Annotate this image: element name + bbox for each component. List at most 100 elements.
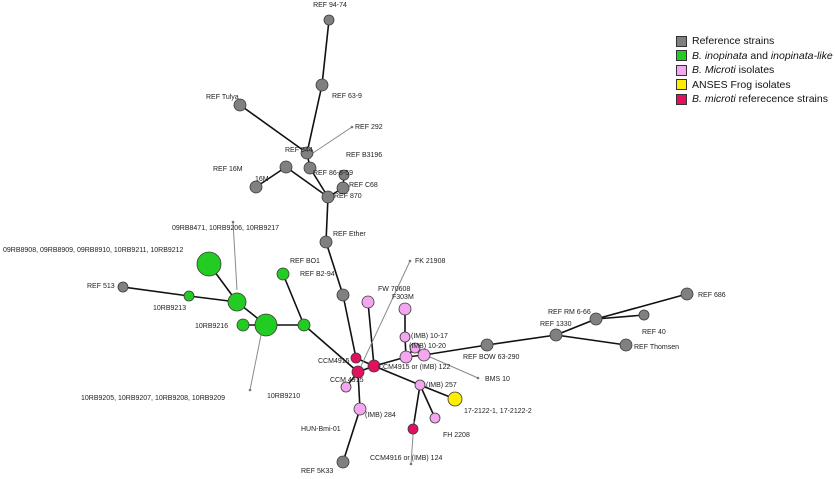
node-ref513 bbox=[117, 281, 129, 293]
label-pointer-dot bbox=[231, 220, 235, 224]
label-imb284: (IMB) 284 bbox=[365, 412, 396, 419]
label-imb10-17: (IMB) 10-17 bbox=[411, 333, 448, 340]
label-ref1330: REF 1330 bbox=[540, 321, 572, 328]
node-ccm4915a bbox=[350, 352, 362, 364]
edge-ref1330-refrm bbox=[555, 318, 597, 336]
label-ref86-8-59: REF 86-8-59 bbox=[313, 170, 353, 177]
node-refc68 bbox=[336, 181, 350, 195]
node-ccm4915b bbox=[351, 365, 365, 379]
node-refether bbox=[319, 235, 333, 249]
label-pointer-dot bbox=[476, 376, 480, 380]
node-g10rb9213 bbox=[183, 290, 195, 302]
label-ccm4915c: CCM4915 or (IMB) 122 bbox=[378, 364, 450, 371]
node-g09-8471 bbox=[227, 292, 247, 312]
legend-item-frog: ANSES Frog isolates bbox=[676, 78, 832, 93]
node-refbo1 bbox=[276, 267, 290, 281]
edge-ref1330-refthomsen bbox=[555, 334, 627, 346]
edge-g10rb9210-ccm4915b bbox=[303, 324, 359, 373]
node-n16m bbox=[279, 160, 293, 174]
edge-refether-refb2-94 bbox=[325, 241, 344, 296]
edge-ref513-g10rb9213 bbox=[122, 286, 190, 297]
legend-item-ref: Reference strains bbox=[676, 34, 832, 49]
legend-item-micro: B. Microti isolates bbox=[676, 63, 832, 78]
node-refrm bbox=[589, 312, 603, 326]
label-pointer-line bbox=[360, 260, 411, 367]
label-g10rb9210: 10RB9210 bbox=[267, 393, 300, 400]
label-ref94-74: REF 94-74 bbox=[313, 2, 347, 9]
label-f303m: F303M bbox=[392, 294, 414, 301]
label-ref40: REF 40 bbox=[642, 329, 666, 336]
legend-label: B. inopinata and inopinata-like bbox=[692, 49, 833, 62]
node-f303m bbox=[398, 302, 412, 316]
node-ref544 bbox=[300, 146, 314, 160]
label-hun: HUN-Bmi-01 bbox=[301, 426, 341, 433]
node-fw70608 bbox=[361, 295, 375, 309]
label-ccm4915b: CCM 4915 bbox=[330, 377, 364, 384]
label-ref870: REF 870 bbox=[334, 193, 362, 200]
label-n16m: 16M bbox=[255, 176, 269, 183]
node-reftulya bbox=[233, 98, 247, 112]
label-refbow: REF BOW 63-290 bbox=[463, 354, 520, 361]
edge-refrm-ref40 bbox=[595, 314, 645, 320]
edge-ref870-refether bbox=[325, 196, 329, 243]
edge-reftulya-ref544 bbox=[239, 104, 308, 154]
edge-ref94-74-ref63-9 bbox=[321, 19, 330, 86]
label-g10rb9205: 10RB9205, 10RB9207, 10RB9208, 10RB9209 bbox=[81, 395, 225, 402]
legend-label: B. Microti isolates bbox=[692, 64, 775, 77]
node-hubb bbox=[417, 348, 431, 362]
edge-fw70608-ccm4915c bbox=[367, 301, 375, 367]
node-imb10-17 bbox=[399, 331, 411, 343]
legend-swatch bbox=[676, 64, 687, 76]
label-pointer-line bbox=[232, 221, 238, 291]
edge-refrm-ref686 bbox=[595, 293, 688, 320]
label-pointer-dot bbox=[409, 462, 413, 466]
node-g09-big bbox=[196, 251, 222, 277]
label-ref63-9: REF 63-9 bbox=[332, 93, 362, 100]
label-ref544: REF 544 bbox=[285, 147, 313, 154]
node-ref1330 bbox=[549, 328, 563, 342]
label-ccm4915a: CCM4915 bbox=[318, 358, 350, 365]
label-ccm4916: CCM4916 or (IMB) 124 bbox=[370, 455, 442, 462]
node-ref94-74 bbox=[323, 14, 335, 26]
edge-refb2-94-ccm4915a bbox=[342, 294, 357, 359]
label-ref16m: REF 16M bbox=[213, 166, 243, 173]
label-frog17: 17-2122-1, 17-2122-2 bbox=[464, 408, 532, 415]
label-refc68: REF C68 bbox=[349, 182, 378, 189]
node-refb3196 bbox=[338, 169, 350, 181]
label-fh2208: FH 2208 bbox=[443, 432, 470, 439]
legend-swatch bbox=[676, 79, 687, 91]
edge-refbow-ref1330 bbox=[486, 334, 557, 346]
node-ref86-8-59 bbox=[303, 161, 317, 175]
node-ccm4915c bbox=[367, 359, 381, 373]
label-refb2-94: REF B2-94 bbox=[300, 271, 335, 278]
label-pointer-dot bbox=[350, 125, 354, 129]
node-ref40 bbox=[638, 309, 650, 321]
label-imb10-20: (IMB) 10-20 bbox=[409, 343, 446, 350]
label-g10rb9216: 10RB9216 bbox=[195, 323, 228, 330]
label-pointer-dot bbox=[408, 259, 412, 263]
edge-imb257-fh2208 bbox=[419, 384, 436, 419]
label-reftulya: REF Tulya bbox=[206, 94, 239, 101]
legend-label: ANSES Frog isolates bbox=[692, 78, 791, 91]
node-fh2208 bbox=[429, 412, 441, 424]
tree-nodes bbox=[117, 14, 694, 469]
label-ref292: REF 292 bbox=[355, 124, 383, 131]
edge-n16m-ref870 bbox=[285, 166, 329, 198]
label-refthomsen: REF Thomsen bbox=[634, 344, 679, 351]
node-ref63-9 bbox=[315, 78, 329, 92]
label-bms10: BMS 10 bbox=[485, 376, 510, 383]
legend-label: Reference strains bbox=[692, 35, 775, 48]
label-pointer-line bbox=[312, 126, 353, 154]
label-fk21908: FK 21908 bbox=[415, 258, 445, 265]
label-ref513: REF 513 bbox=[87, 283, 115, 290]
label-refb3196: REF B3196 bbox=[346, 152, 382, 159]
node-g10rb9216 bbox=[236, 318, 250, 332]
node-refthomsen bbox=[619, 338, 633, 352]
node-ccm4916 bbox=[407, 423, 419, 435]
legend-label: B. microti referecence strains bbox=[692, 93, 828, 106]
label-pointer-line bbox=[429, 356, 479, 379]
label-imb257: (IMB) 257 bbox=[426, 382, 457, 389]
